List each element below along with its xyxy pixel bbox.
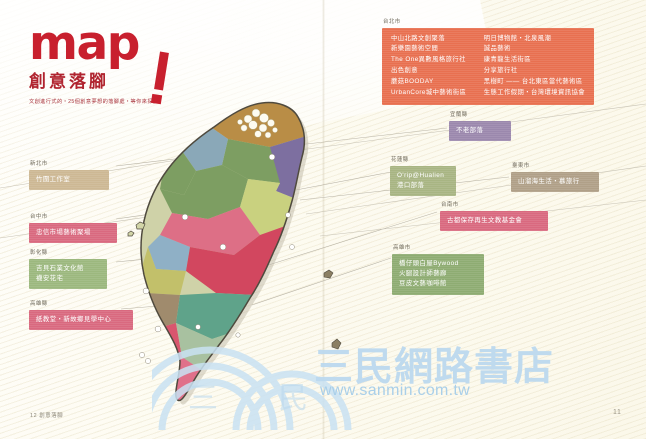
callout-region-label: 宜蘭縣 xyxy=(450,112,468,118)
callout-region-label: 台北市 xyxy=(383,19,401,25)
list-item: The One異數風格旅行社 xyxy=(391,56,466,64)
callout-body: 橋仔頭白屋Bywood 火腿設計師藝廊 豆皮文藝咖啡館 xyxy=(392,253,484,295)
list-item: 紙教堂・新故鄉見學中心 xyxy=(36,315,112,323)
list-item: 分享旅行社 xyxy=(483,66,518,74)
callout-newtaipei[interactable]: 新北市 竹圍工作室 xyxy=(29,159,109,190)
callout-body: 紙教堂・新故鄉見學中心 xyxy=(29,309,133,330)
watermark-text: 三民網路書店 xyxy=(314,345,555,390)
callout-region-label: 高雄縣 xyxy=(30,301,48,307)
list-item: UrbanCore城中藝術街區 xyxy=(391,88,467,96)
list-item: 山溜海生活・慕旅行 xyxy=(518,177,580,185)
callout-body: 山溜海生活・慕旅行 xyxy=(511,171,599,192)
callout-taichung[interactable]: 台中市 忠信市場藝術聚場 xyxy=(29,212,117,243)
callout-yilan[interactable]: 宜蘭縣 不老部落 xyxy=(449,110,511,141)
page-title: map xyxy=(29,16,140,71)
map-marker-cluster xyxy=(237,108,278,139)
list-item: 明日博物館・北泉風潮 xyxy=(483,34,552,42)
list-item: 港口部落 xyxy=(397,181,425,189)
list-item: 襪安花宅 xyxy=(36,274,64,282)
list-item: 忠信市場藝術聚場 xyxy=(36,228,91,236)
callout-body: 吉貝石業文化館 襪安花宅 xyxy=(29,258,107,290)
callout-body: O'rip@Hualien 港口部落 xyxy=(390,165,456,197)
list-item: 蘑菇BOODAY xyxy=(391,77,434,85)
list-item: 不老部落 xyxy=(456,126,484,134)
list-item: 吉貝石業文化館 xyxy=(36,264,84,272)
callout-region-label: 台南市 xyxy=(441,202,459,208)
callout-hualien[interactable]: 花蓮縣 O'rip@Hualien 港口部落 xyxy=(390,155,456,197)
callout-body: 中山北路文創聚落 新樂園藝術空間 The One異數風格旅行社 出色創意 蘑菇B… xyxy=(382,27,594,106)
map-regions xyxy=(141,102,305,401)
taipei-column-right: 明日博物館・北泉風潮 誠品藝術 康青龍生活街區 分享旅行社 黑樹町 —— 台北東… xyxy=(484,34,585,99)
page-number-left: 12 創意落腳 xyxy=(30,413,64,419)
callout-body: 竹圍工作室 xyxy=(29,169,109,190)
list-item: 中山北路文創聚落 xyxy=(391,34,445,42)
callout-body: 古都保存再生文教基金會 xyxy=(440,210,548,231)
callout-region-label: 新北市 xyxy=(30,161,48,167)
list-item: 豆皮文藝咖啡館 xyxy=(399,280,447,288)
list-item: 竹圍工作室 xyxy=(36,175,71,183)
masthead: map 創意落腳 文創進行式的・25個創意夢想的落腳處・等你來探訪。 xyxy=(29,16,239,107)
callout-body: 不老部落 xyxy=(449,120,511,141)
list-item: 出色創意 xyxy=(391,66,418,74)
callout-region-label: 彰化縣 xyxy=(30,250,48,256)
list-item: 誠品藝術 xyxy=(483,45,511,53)
callout-kaohsiung-county[interactable]: 高雄縣 紙教堂・新故鄉見學中心 xyxy=(29,299,133,330)
list-item: 新樂園藝術空間 xyxy=(391,45,439,53)
page-subtitle: 創意落腳 xyxy=(29,72,109,92)
list-item: 黑樹町 —— 台北東區當代藝術區 xyxy=(483,77,583,85)
list-item: 生態工作假期・台灣環境資訊協會 xyxy=(483,88,585,96)
callout-region-label: 花蓮縣 xyxy=(391,157,409,163)
list-item: 康青龍生活街區 xyxy=(483,56,532,64)
list-item: 橋仔頭白屋Bywood xyxy=(399,259,459,267)
list-item: 古都保存再生文教基金會 xyxy=(447,216,523,224)
callout-region-label: 高雄市 xyxy=(393,245,411,251)
callout-taitung[interactable]: 臺東市 山溜海生活・慕旅行 xyxy=(511,161,599,192)
list-item: 火腿設計師藝廊 xyxy=(399,269,447,277)
callout-tainan[interactable]: 台南市 古都保存再生文教基金會 xyxy=(440,200,548,231)
taiwan-map[interactable] xyxy=(120,95,350,415)
callout-region-label: 臺東市 xyxy=(512,163,530,169)
callout-region-label: 台中市 xyxy=(30,214,48,220)
callout-changhua[interactable]: 彰化縣 吉貝石業文化館 襪安花宅 xyxy=(29,248,107,290)
page-description: 文創進行式的・25個創意夢想的落腳處・等你來探訪。 xyxy=(29,99,165,106)
callout-body: 忠信市場藝術聚場 xyxy=(29,222,117,243)
list-item: O'rip@Hualien xyxy=(397,171,445,179)
callout-kaohsiung-city[interactable]: 高雄市 橋仔頭白屋Bywood 火腿設計師藝廊 豆皮文藝咖啡館 xyxy=(392,243,484,295)
taipei-column-left: 中山北路文創聚落 新樂園藝術空間 The One異數風格旅行社 出色創意 蘑菇B… xyxy=(391,34,471,99)
callout-taipei[interactable]: 台北市 中山北路文創聚落 新樂園藝術空間 The One異數風格旅行社 出色創意… xyxy=(382,17,594,106)
page-number-right: 11 xyxy=(613,409,622,416)
